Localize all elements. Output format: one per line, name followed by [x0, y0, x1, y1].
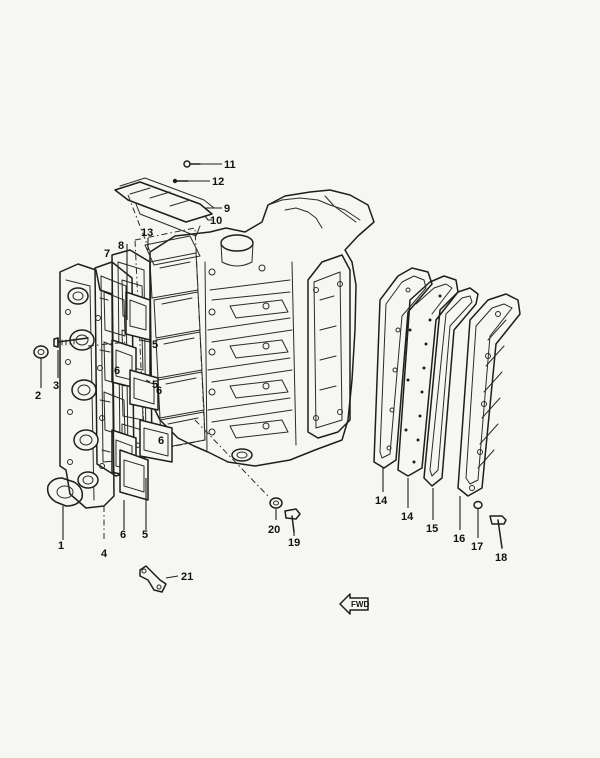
label-6c: 6: [158, 435, 164, 447]
label-5c: 5: [142, 529, 148, 541]
cylinder-block: [149, 189, 375, 467]
label-3: 3: [53, 380, 59, 392]
label-7: 7: [104, 248, 110, 260]
label-16: 16: [453, 533, 465, 545]
label-2: 2: [35, 390, 41, 402]
label-1: 1: [58, 540, 64, 552]
label-5a: 5: [152, 339, 158, 351]
label-21: 21: [181, 571, 193, 583]
gasket-14a: [373, 267, 433, 469]
label-6a: 6: [114, 365, 120, 377]
label-14a: 14: [375, 495, 388, 507]
label-5b: 5: [152, 379, 158, 391]
reference-lines: [87, 194, 269, 540]
label-8: 8: [118, 240, 124, 252]
bolt-18: [489, 515, 507, 549]
bolt-19: [284, 508, 301, 533]
top-gasket-set: [114, 160, 215, 237]
gasket-1: [46, 477, 84, 507]
washer-17: [473, 500, 483, 510]
reed-plates: [111, 291, 173, 501]
exhaust-cover-16: [457, 293, 521, 497]
fwd-arrow-icon: FWD: [339, 593, 369, 615]
label-15: 14: [401, 511, 414, 523]
label-20: 20: [268, 524, 280, 536]
washer-2: [33, 345, 49, 359]
label-10: 10: [210, 215, 222, 227]
label-11: 11: [224, 159, 236, 171]
gasket-14b: [423, 287, 479, 487]
label-12: 12: [212, 176, 224, 188]
label-18: 18: [495, 552, 507, 564]
bracket-21: [139, 565, 167, 593]
label-6d: 6: [120, 529, 126, 541]
label-9: 9: [224, 203, 230, 215]
label-17: 17: [471, 541, 483, 553]
leader-lines: [40, 163, 479, 579]
fwd-label: FWD: [351, 600, 369, 609]
cover-plate-15: [397, 275, 459, 477]
label-19: 19: [288, 537, 300, 549]
bolt-3: [53, 337, 89, 348]
callout-labels: 1 2 3 4 5 5 5 6 6 6 6 7 8 9 10 11 12 13 …: [35, 159, 507, 583]
intake-manifold: [59, 263, 115, 509]
label-6b: 6: [156, 385, 162, 397]
label-14b: 15: [426, 523, 438, 535]
washer-20: [269, 497, 283, 509]
label-13: 13: [141, 227, 153, 239]
label-4: 4: [101, 548, 108, 560]
